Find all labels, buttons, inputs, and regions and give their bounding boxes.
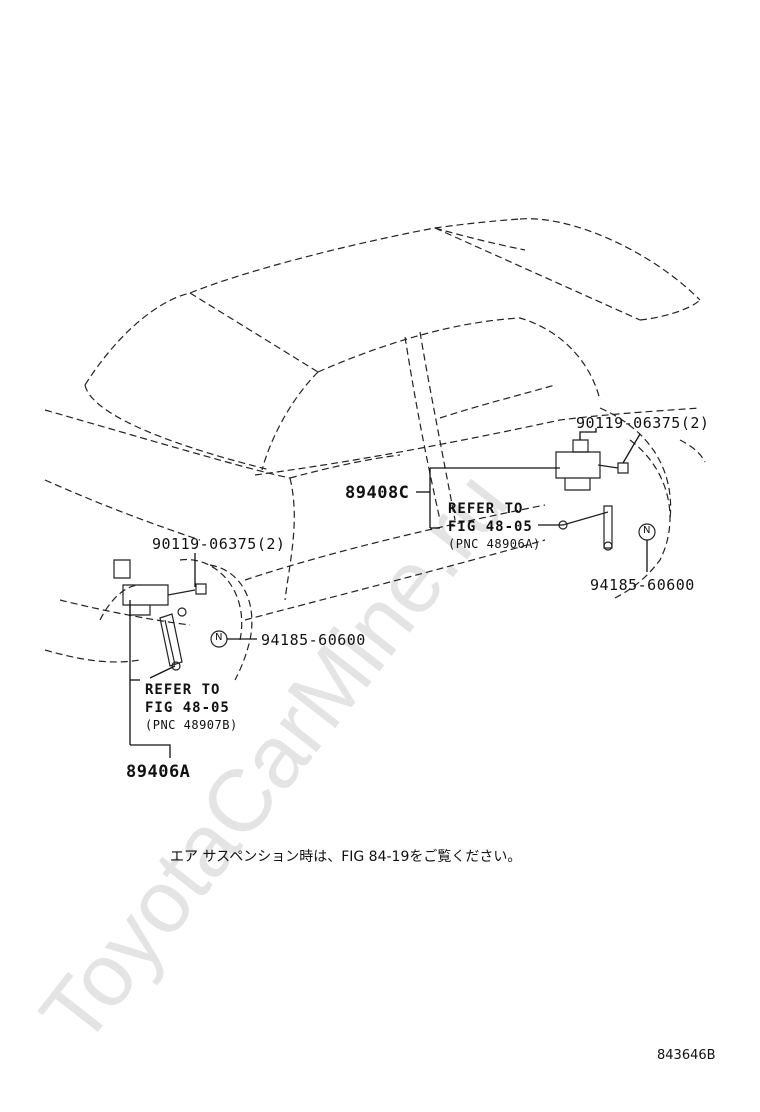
rear-nut-part-number[interactable]: 94185-60600 [590,576,695,594]
front-nut-symbol: N [215,632,223,643]
front-sensor-assembly-number[interactable]: 89406A [126,762,191,782]
air-suspension-note: エア サスペンション時は、FIG 84-19をご覧ください。 [170,849,522,865]
front-refer-to-label: REFER TO [145,682,221,698]
front-bolt-part-number[interactable]: 90119-06375(2) [152,535,286,553]
rear-figure-reference[interactable]: FIG 48-05 [448,519,533,535]
front-pnc-reference: (PNC 48907B) [145,718,238,732]
front-figure-reference[interactable]: FIG 48-05 [145,700,230,716]
rear-refer-to-label: REFER TO [448,501,524,517]
illustration-code: 843646B [657,1048,716,1063]
rear-pnc-reference: (PNC 48906A) [448,537,541,551]
front-nut-part-number[interactable]: 94185-60600 [261,631,366,649]
rear-bolt-part-number[interactable]: 90119-06375(2) [576,414,710,432]
rear-nut-symbol: N [643,525,651,536]
rear-sensor-assembly-number[interactable]: 89408C [345,483,410,503]
